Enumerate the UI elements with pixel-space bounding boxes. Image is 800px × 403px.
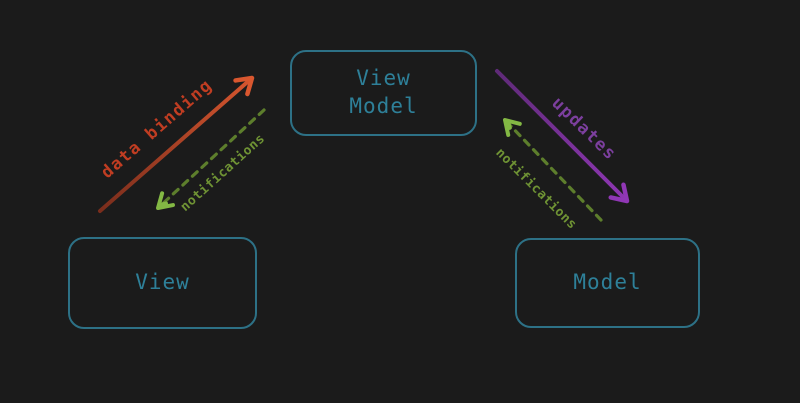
- data-binding-arrow: [98, 75, 255, 213]
- updates-arrow: [495, 69, 630, 204]
- view-node: View: [68, 237, 257, 329]
- model-node: Model: [515, 238, 700, 328]
- notifications-arrow-right: [503, 118, 603, 222]
- view-model-node: View Model: [290, 50, 477, 136]
- notifications-arrow-left: [156, 108, 266, 210]
